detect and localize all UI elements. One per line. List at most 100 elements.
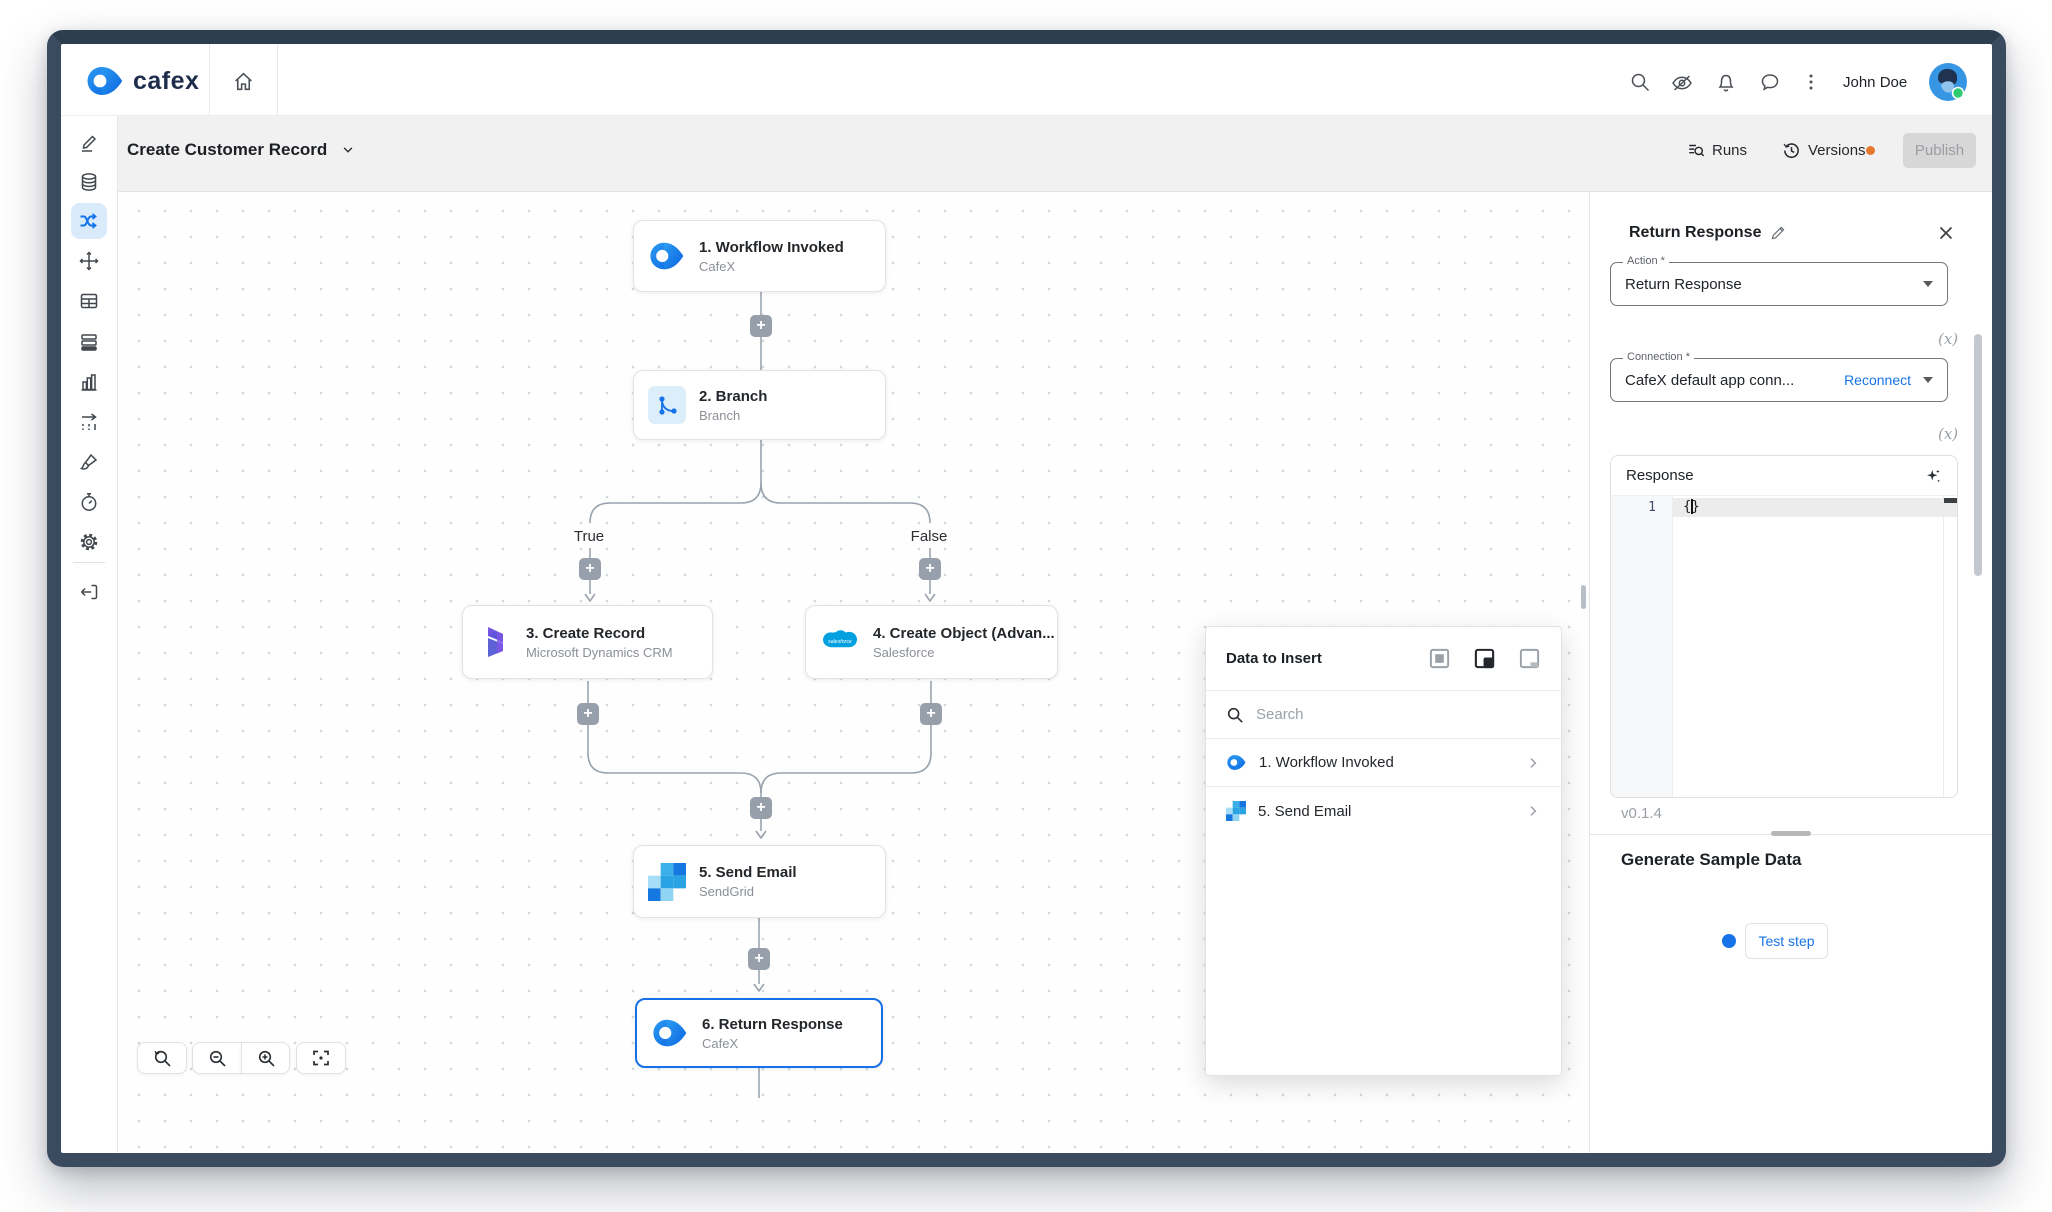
node-create-object[interactable]: salesforce 4. Create Object (Advan... Sal… [805,605,1058,679]
workflow-menu-chevron-icon[interactable] [341,143,355,157]
inspector-title: Return Response [1629,224,1762,241]
add-step-button[interactable]: + [919,558,941,580]
compose-icon[interactable] [78,132,100,154]
dock-right-icon[interactable] [1473,647,1496,670]
fit-view-icon [311,1048,331,1068]
action-label: Action * [1623,255,1669,267]
versions-button[interactable]: Versions [1782,141,1866,160]
data-to-insert-panel: Data to Insert 1. Workflow Invoked 5. Se… [1205,626,1562,1076]
node-title: 3. Create Record [526,624,646,642]
zoom-out-button[interactable] [192,1042,241,1074]
node-app: CafeX [702,1035,739,1051]
move-icon[interactable] [78,250,100,272]
more-options-button[interactable] [1801,71,1821,93]
ai-sparkle-icon[interactable] [1924,467,1942,485]
editor-scrollbar[interactable] [1943,498,1957,503]
data-item-label: 1. Workflow Invoked [1259,754,1394,771]
chat-button[interactable] [1759,71,1781,93]
close-inspector-button[interactable] [1938,225,1954,241]
dynamics-crm-icon [477,624,513,660]
branch-true-label: True [573,528,605,545]
add-step-button[interactable]: + [748,948,770,970]
queue-icon[interactable] [78,331,100,353]
add-step-button[interactable]: + [750,315,772,337]
generate-sample-data-title: Generate Sample Data [1621,850,1802,869]
search-input[interactable] [1256,706,1541,723]
sendgrid-icon [1226,801,1246,821]
notifications-button[interactable] [1715,71,1737,93]
publish-button[interactable]: Publish [1903,133,1976,168]
logo-text: cafex [133,66,200,95]
runs-label: Runs [1712,141,1748,159]
sign-out-icon[interactable] [78,581,100,603]
node-title: 5. Send Email [699,864,797,881]
timer-icon[interactable] [78,491,100,513]
dock-center-icon[interactable] [1428,647,1451,670]
app-logo[interactable]: cafex [85,61,199,101]
bar-chart-icon[interactable] [78,371,100,393]
workflow-name: Create Customer Record [127,140,328,159]
zoom-in-button[interactable] [241,1042,290,1074]
runs-button[interactable]: Runs [1687,141,1747,159]
hide-preview-button[interactable] [1670,71,1694,95]
bell-icon [1715,71,1737,93]
active-line-highlight [1673,498,1957,517]
node-title: 4. Create Object (Advan... [873,624,1055,642]
kebab-menu-icon [1801,71,1821,93]
response-label: Response [1626,467,1694,484]
add-step-button[interactable]: + [579,558,601,580]
user-name: John Doe [1843,74,1908,91]
zoom-reset-button[interactable] [137,1042,187,1074]
add-step-button[interactable]: + [750,797,772,819]
runs-icon [1687,141,1705,159]
action-value: Return Response [1625,275,1742,293]
code-input[interactable]: {} [1673,496,1957,797]
workflow-toolbar [118,116,1992,192]
data-item-workflow-invoked[interactable]: 1. Workflow Invoked [1206,739,1561,787]
home-button[interactable] [232,70,255,93]
version-text: v0.1.4 [1621,805,1662,822]
search-button[interactable] [1629,71,1651,93]
zoom-reset-icon [152,1048,172,1068]
line-number: 1 [1648,500,1656,515]
data-item-send-email[interactable]: 5. Send Email [1206,787,1561,835]
splitter-handle[interactable] [1771,831,1811,836]
workflows-icon[interactable] [78,210,100,232]
chevron-right-icon [1525,755,1541,771]
insert-variable-button[interactable]: (x) [1938,425,1959,443]
node-title: 2. Branch [699,387,768,405]
add-step-button[interactable]: + [577,703,599,725]
table-icon[interactable] [78,290,100,312]
milestones-icon[interactable] [78,411,100,433]
action-select[interactable]: Action * Return Response [1610,255,1948,306]
insert-variable-button[interactable]: (x) [1938,330,1959,348]
active-nav-highlight [71,203,107,239]
database-icon[interactable] [78,171,100,193]
test-step-button[interactable]: Test step [1745,923,1828,959]
reconnect-link[interactable]: Reconnect [1844,372,1911,388]
fit-view-button[interactable] [296,1042,346,1074]
test-status-dot [1722,934,1736,948]
canvas-scrollbar[interactable] [1581,585,1586,609]
branch-icon [648,386,686,424]
node-app: Salesforce [873,644,935,660]
search-icon [1226,706,1244,724]
cafex-icon [651,1014,689,1052]
connection-value: CafeX default app conn... [1625,371,1795,389]
sidebar-divider [73,562,105,563]
user-avatar[interactable] [1928,62,1968,102]
settings-gear-icon[interactable] [78,531,100,553]
inspector-scrollbar[interactable] [1974,334,1982,576]
app-header [61,44,1992,116]
connection-select[interactable]: Connection * CafeX default app conn... R… [1610,351,1948,402]
paint-brush-icon[interactable] [78,451,100,473]
edit-title-icon[interactable] [1770,225,1786,241]
dock-bottom-right-icon[interactable] [1518,647,1541,670]
add-step-button[interactable]: + [920,703,942,725]
salesforce-icon: salesforce [820,622,860,662]
